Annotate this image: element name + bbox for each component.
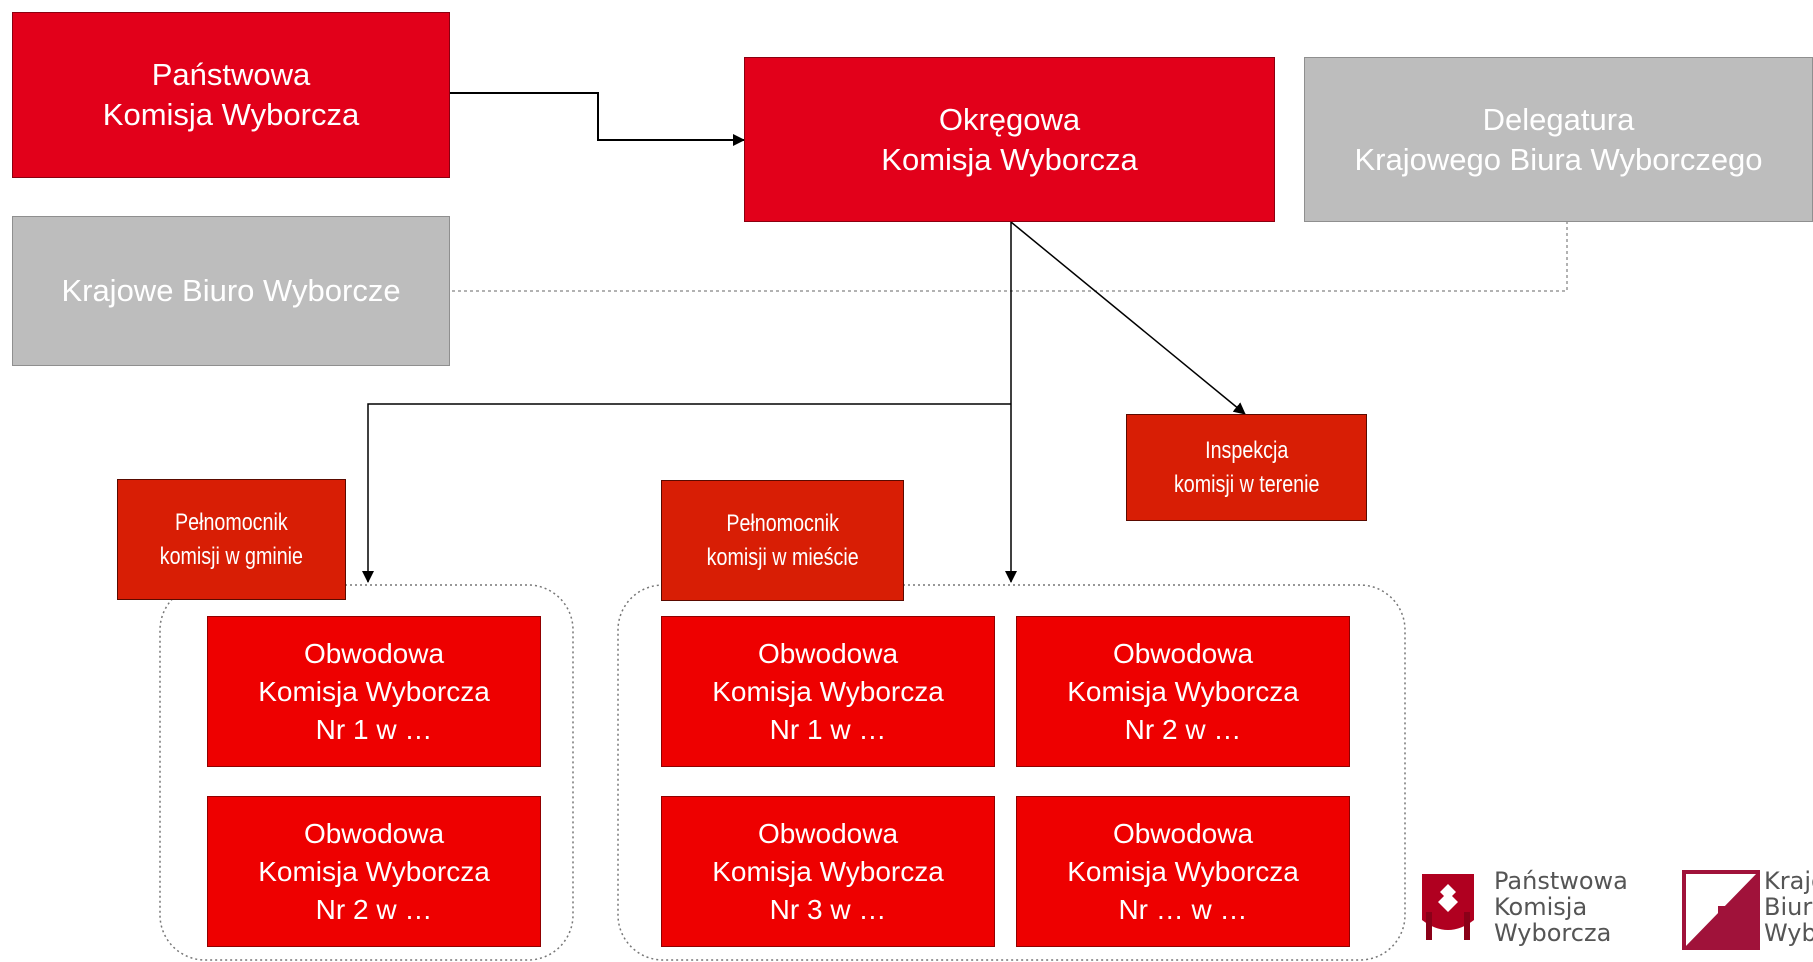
miasto-obwodowa-2-label: Obwodowa Komisja Wyborcza Nr 2 w …: [1067, 637, 1299, 745]
kbw-logo-icon: [1682, 870, 1760, 950]
miasto-obwodowa-4: Obwodowa Komisja Wyborcza Nr … w …: [1016, 796, 1350, 947]
kbw-box: Krajowe Biuro Wyborcze: [12, 216, 450, 366]
pkw-label: Państwowa Komisja Wyborcza: [102, 57, 360, 132]
gmina-obwodowa-1: Obwodowa Komisja Wyborcza Nr 1 w …: [207, 616, 541, 767]
miasto-obwodowa-1-label: Obwodowa Komisja Wyborcza Nr 1 w …: [712, 637, 944, 745]
delegatura-label: Delegatura Krajowego Biura Wyborczego: [1354, 101, 1763, 177]
kbw-logo-text: Krajowe Biuro Wyborcze: [1764, 868, 1813, 946]
dotted-kbw-to-delegatura: [452, 222, 1568, 292]
gmina-group-outline: [159, 584, 574, 961]
miasto-obwodowa-3: Obwodowa Komisja Wyborcza Nr 3 w …: [661, 796, 995, 947]
pelnomocnik-gmina-label: Pełnomocnik komisji w gminie: [159, 508, 304, 570]
gmina-obwodowa-1-label: Obwodowa Komisja Wyborcza Nr 1 w …: [258, 637, 490, 745]
kbw-label: Krajowe Biuro Wyborcze: [61, 273, 401, 308]
miasto-obwodowa-4-label: Obwodowa Komisja Wyborcza Nr … w …: [1067, 817, 1299, 925]
arrow-okw-to-gmina: [362, 403, 1011, 583]
inspekcja-label: Inspekcja komisji w terenie: [1173, 436, 1320, 498]
pelnomocnik-gmina-box: Pełnomocnik komisji w gminie: [117, 479, 346, 600]
inspekcja-box: Inspekcja komisji w terenie: [1126, 414, 1367, 521]
okw-box: Okręgowa Komisja Wyborcza: [744, 57, 1275, 222]
delegatura-box: Delegatura Krajowego Biura Wyborczego: [1304, 57, 1813, 222]
pelnomocnik-miasto-box: Pełnomocnik komisji w mieście: [661, 480, 904, 601]
pkw-logo-text: Państwowa Komisja Wyborcza: [1494, 867, 1628, 947]
pelnomocnik-miasto-label: Pełnomocnik komisji w mieście: [706, 509, 859, 571]
miasto-obwodowa-3-label: Obwodowa Komisja Wyborcza Nr 3 w …: [712, 817, 944, 925]
gmina-obwodowa-2: Obwodowa Komisja Wyborcza Nr 2 w …: [207, 796, 541, 947]
arrow-okw-to-inspekcja: [1010, 221, 1246, 415]
miasto-group-outline: [617, 584, 1406, 961]
okw-label: Okręgowa Komisja Wyborcza: [881, 101, 1138, 177]
arrow-pkw-to-okw: [450, 92, 745, 146]
pkw-box: Państwowa Komisja Wyborcza: [12, 12, 450, 178]
gmina-obwodowa-2-label: Obwodowa Komisja Wyborcza Nr 2 w …: [258, 817, 490, 925]
miasto-obwodowa-1: Obwodowa Komisja Wyborcza Nr 1 w …: [661, 616, 995, 767]
miasto-obwodowa-2: Obwodowa Komisja Wyborcza Nr 2 w …: [1016, 616, 1350, 767]
pkw-eagle-logo-icon: [1422, 874, 1474, 940]
